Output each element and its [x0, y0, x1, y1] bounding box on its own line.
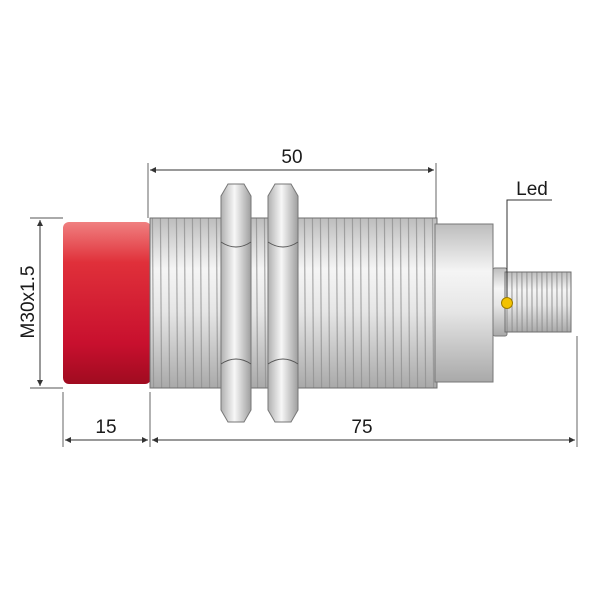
- dimension-bottom: 15 75: [62, 336, 578, 447]
- dimension-thread-length: 50: [147, 147, 437, 218]
- rear-housing: [434, 223, 494, 383]
- dimension-thread-spec: M30x1.5: [18, 217, 63, 389]
- thread-length-label: 50: [281, 147, 302, 168]
- cap-length-label: 15: [95, 417, 116, 438]
- lock-nut-left: [220, 183, 252, 423]
- sensing-cap: [63, 222, 151, 384]
- total-length-label: 75: [351, 417, 372, 438]
- lock-nut-right: [267, 183, 299, 423]
- led-callout: Led: [506, 179, 552, 297]
- led-indicator: [501, 297, 513, 309]
- connector-plug: [492, 267, 572, 337]
- thread-spec-label: M30x1.5: [18, 266, 39, 339]
- led-label: Led: [516, 179, 548, 200]
